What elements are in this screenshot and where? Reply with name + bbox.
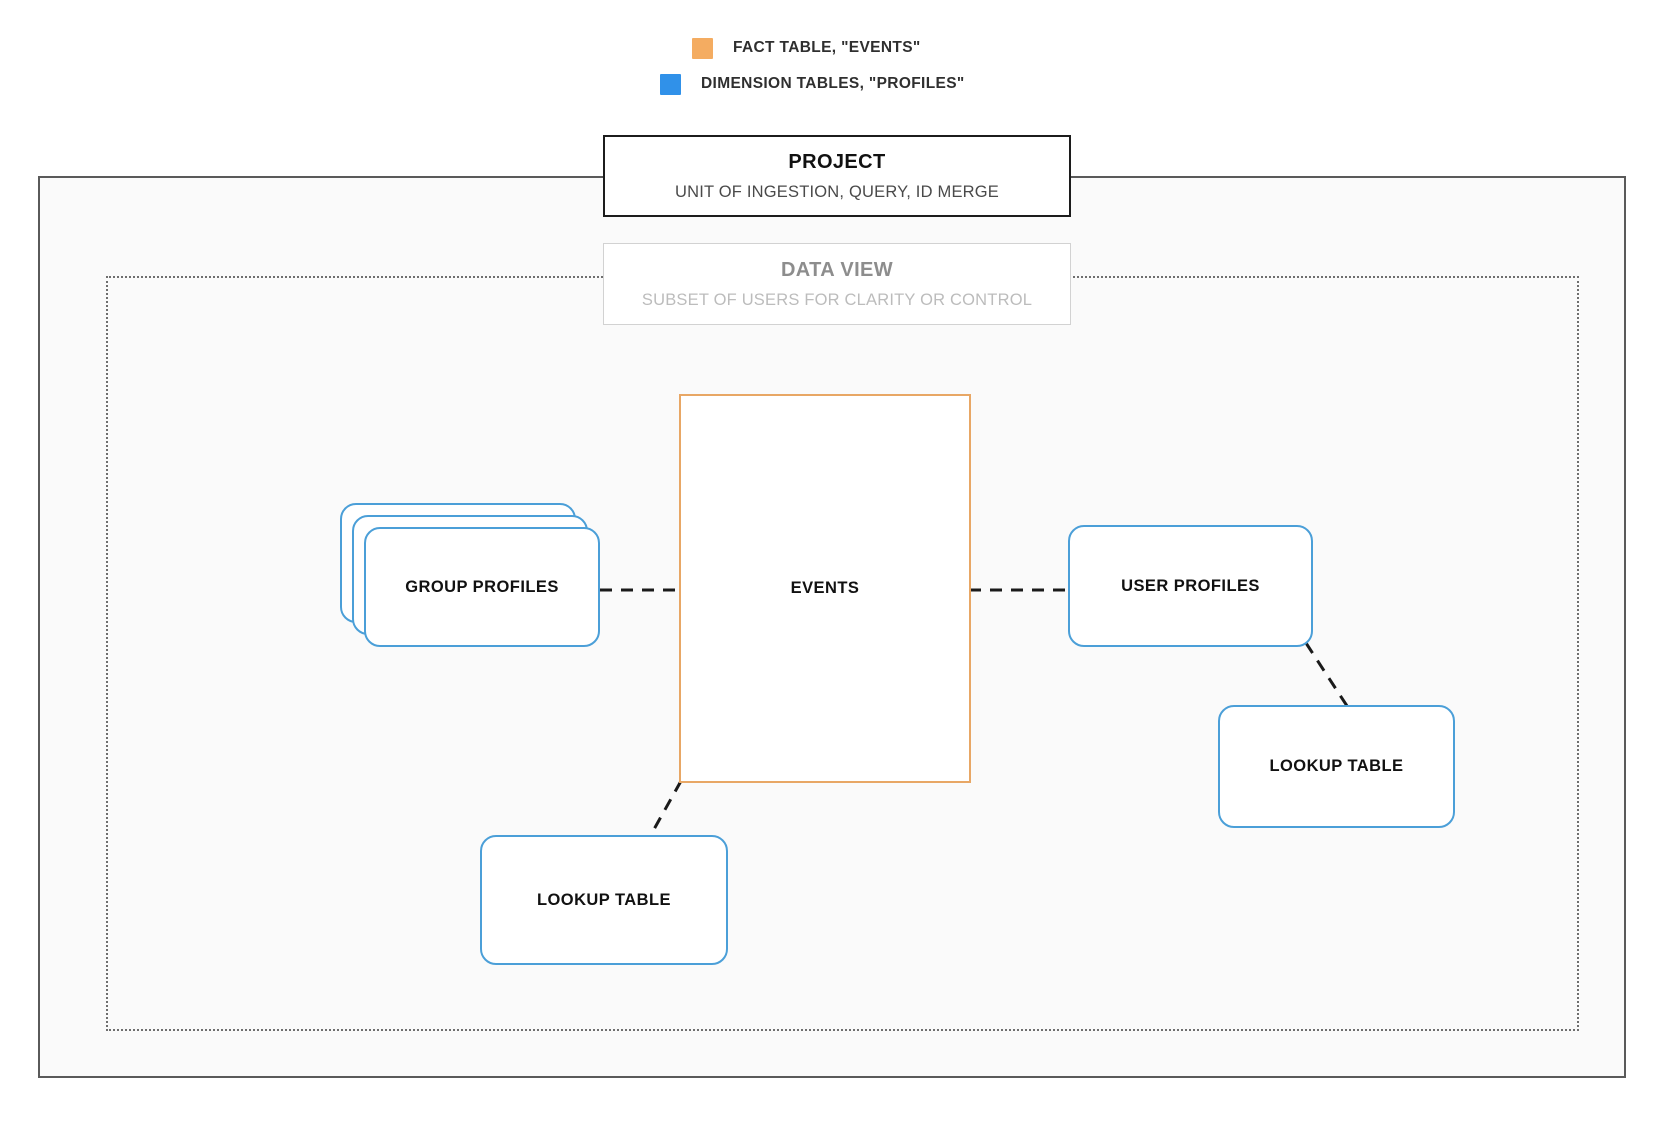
node-user-profiles[interactable]: USER PROFILES	[1068, 525, 1313, 647]
data-view-title: DATA VIEW	[780, 258, 894, 281]
node-events[interactable]: EVENTS	[679, 394, 971, 783]
data-view-header-card[interactable]: DATA VIEW SUBSET OF USERS FOR CLARITY OR…	[603, 243, 1071, 325]
project-title: PROJECT	[788, 150, 886, 173]
node-group-profiles-label: GROUP PROFILES	[405, 577, 559, 596]
legend-swatch-dimension-tables-icon	[660, 73, 681, 95]
legend-item-dimension-tables: DIMENSION TABLES, "PROFILES"	[0, 66, 1664, 102]
project-subtitle: UNIT OF INGESTION, QUERY, ID MERGE	[674, 182, 999, 201]
node-lookup-table-right-label: LOOKUP TABLE	[1269, 757, 1404, 775]
node-lookup-table-right[interactable]: LOOKUP TABLE	[1218, 705, 1455, 828]
legend-swatch-fact-table-icon	[692, 37, 713, 59]
node-events-label: EVENTS	[790, 579, 860, 597]
project-header-card[interactable]: PROJECT UNIT OF INGESTION, QUERY, ID MER…	[603, 135, 1071, 217]
legend-item-fact-table: FACT TABLE, "EVENTS"	[0, 30, 1664, 66]
node-user-profiles-label: USER PROFILES	[1121, 576, 1260, 595]
node-lookup-table-left[interactable]: LOOKUP TABLE	[480, 835, 728, 965]
legend: FACT TABLE, "EVENTS" DIMENSION TABLES, "…	[0, 30, 1664, 102]
node-lookup-table-left-label: LOOKUP TABLE	[536, 890, 672, 909]
node-group-profiles[interactable]: GROUP PROFILES	[340, 503, 624, 671]
data-view-subtitle: SUBSET OF USERS FOR CLARITY OR CONTROL	[641, 290, 1033, 309]
legend-label-fact-table: FACT TABLE, "EVENTS"	[733, 39, 921, 56]
legend-label-dimension-tables: DIMENSION TABLES, "PROFILES"	[701, 75, 965, 92]
node-group-profiles-card-front[interactable]: GROUP PROFILES	[364, 527, 600, 647]
